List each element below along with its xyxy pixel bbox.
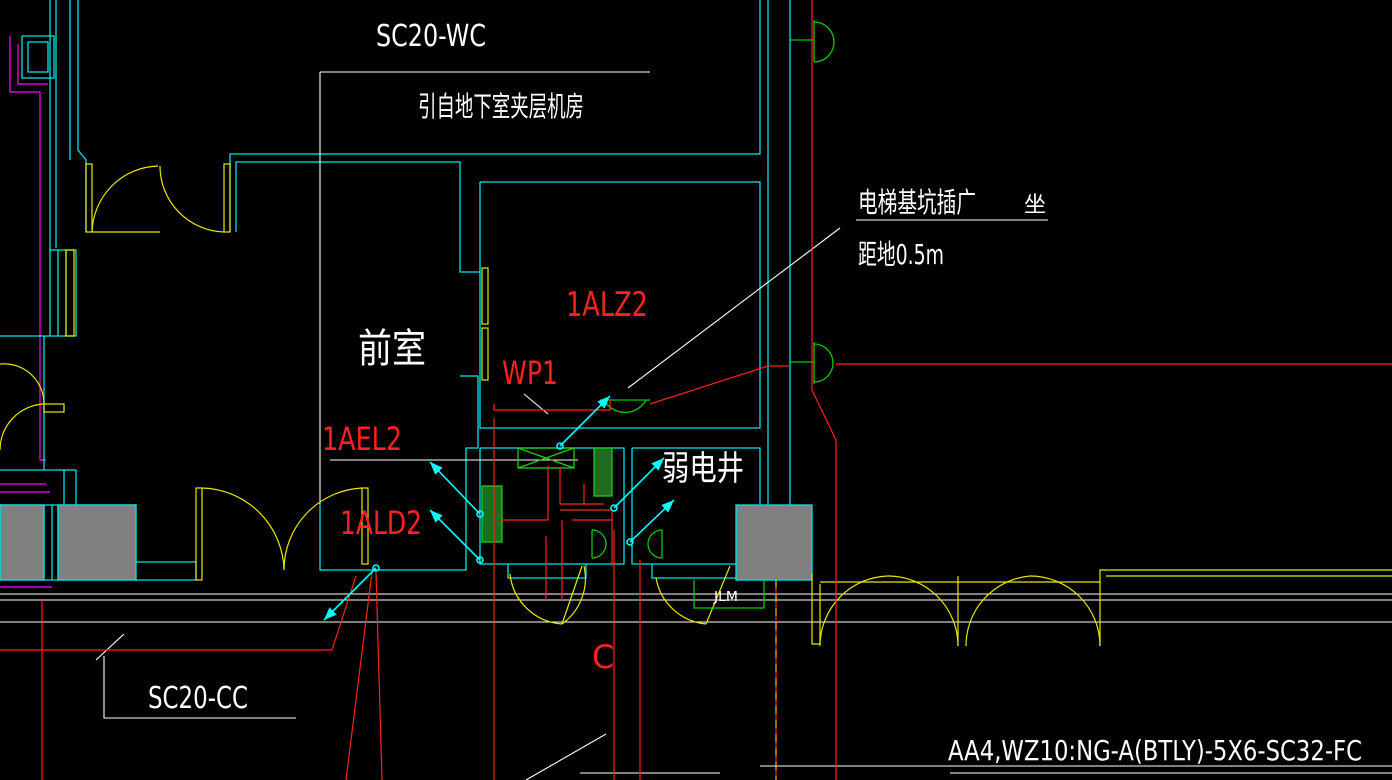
label-height-note: 距地0.5m — [858, 238, 944, 271]
corridor-lines — [0, 71, 1392, 780]
label-elevator-pit-socket: 电梯基坑插广 — [858, 186, 976, 219]
label-weak-shaft: 弱电井 — [662, 449, 744, 489]
label-sc20-cc: SC20-CC — [148, 681, 248, 716]
distribution-panels — [481, 447, 613, 543]
leader-arrows — [323, 395, 675, 621]
label-room-1alz2: 1ALZ2 — [566, 285, 648, 325]
label-c-mark: C — [592, 638, 614, 676]
label-jlm: JLM — [713, 590, 738, 605]
label-sc20-wc: SC20-WC — [376, 19, 486, 54]
structural-columns — [0, 504, 813, 581]
building-walls — [0, 0, 791, 581]
panel-1ald2-box — [481, 485, 503, 543]
label-from-basement: 引自地下室夹层机房 — [418, 90, 584, 123]
label-panel-1ald2: 1ALD2 — [340, 504, 422, 542]
panel-wp1-box — [517, 447, 575, 469]
label-zuo: 坐 — [1024, 193, 1046, 218]
doors — [0, 163, 1392, 647]
label-anteroom: 前室 — [358, 326, 426, 372]
label-panel-1ael2: 1AEL2 — [322, 420, 402, 458]
label-wp1: WP1 — [502, 354, 558, 392]
panel-weak-box — [593, 447, 613, 497]
label-cable-spec: AA4,WZ10:NG-A(BTLY)-5X6-SC32-FC — [948, 734, 1362, 767]
column-left-a — [0, 504, 45, 581]
magenta-pipe-lines — [0, 36, 52, 588]
column-right — [735, 504, 813, 581]
column-left-b — [57, 504, 137, 581]
